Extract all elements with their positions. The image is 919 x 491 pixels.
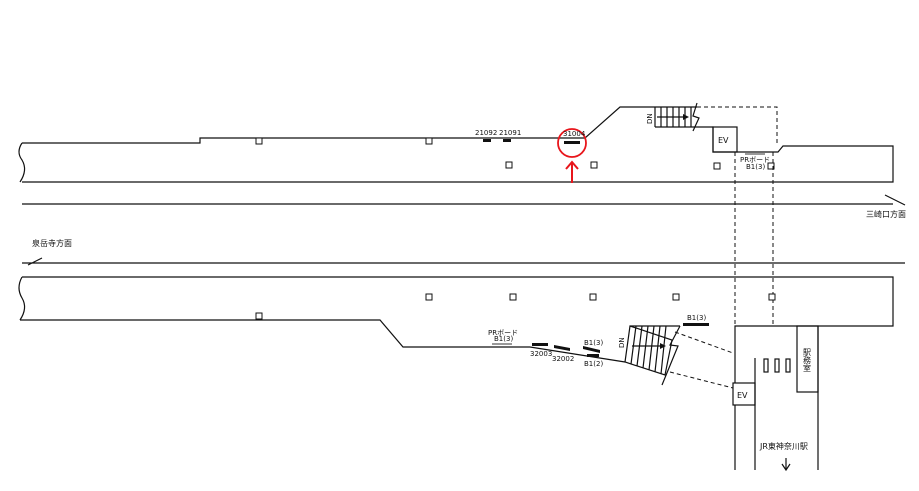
- pr-board-lower-label: PRボード: [488, 329, 518, 337]
- code-21091: 21091: [499, 129, 521, 137]
- direction-misakiguchi: 三崎口方面: [866, 209, 906, 219]
- stair-dn-upper: DN: [646, 113, 654, 124]
- lower-platform: [18, 276, 894, 472]
- code-31004: 31004: [563, 130, 586, 138]
- highlight-arrow-icon: [565, 160, 579, 183]
- elevator-upper: [712, 126, 738, 153]
- board-21092: [483, 139, 491, 142]
- code-32003: 32003: [530, 350, 552, 358]
- board-21091: [503, 139, 511, 142]
- stair-dn-lower: DN: [618, 337, 626, 348]
- level-top-b1-3: B1(3): [687, 314, 706, 322]
- stair-upper: [654, 102, 700, 132]
- ev-upper: EV: [718, 136, 729, 145]
- upper-platform: [18, 102, 894, 183]
- exit-jr-higashikanagawa: JR東神奈川駅: [759, 441, 808, 451]
- highlight-circle: [557, 128, 587, 158]
- pr-board-lower-level: B1(3): [494, 335, 513, 343]
- level-b1-2: B1(2): [584, 360, 603, 368]
- level-b1-3: B1(3): [584, 339, 603, 347]
- stair-lower: [624, 325, 681, 386]
- station-office-label: 駅務室: [803, 348, 812, 372]
- board-31004: [564, 141, 580, 144]
- code-21092: 21092: [475, 129, 497, 137]
- pr-board-upper-level: B1(3): [746, 163, 765, 171]
- direction-sengakuji: 泉岳寺方面: [32, 238, 72, 248]
- pr-board-upper: [745, 153, 765, 155]
- code-32002: 32002: [552, 355, 574, 363]
- pr-board-upper-label: PRボード: [740, 156, 770, 164]
- ev-lower: EV: [737, 391, 748, 400]
